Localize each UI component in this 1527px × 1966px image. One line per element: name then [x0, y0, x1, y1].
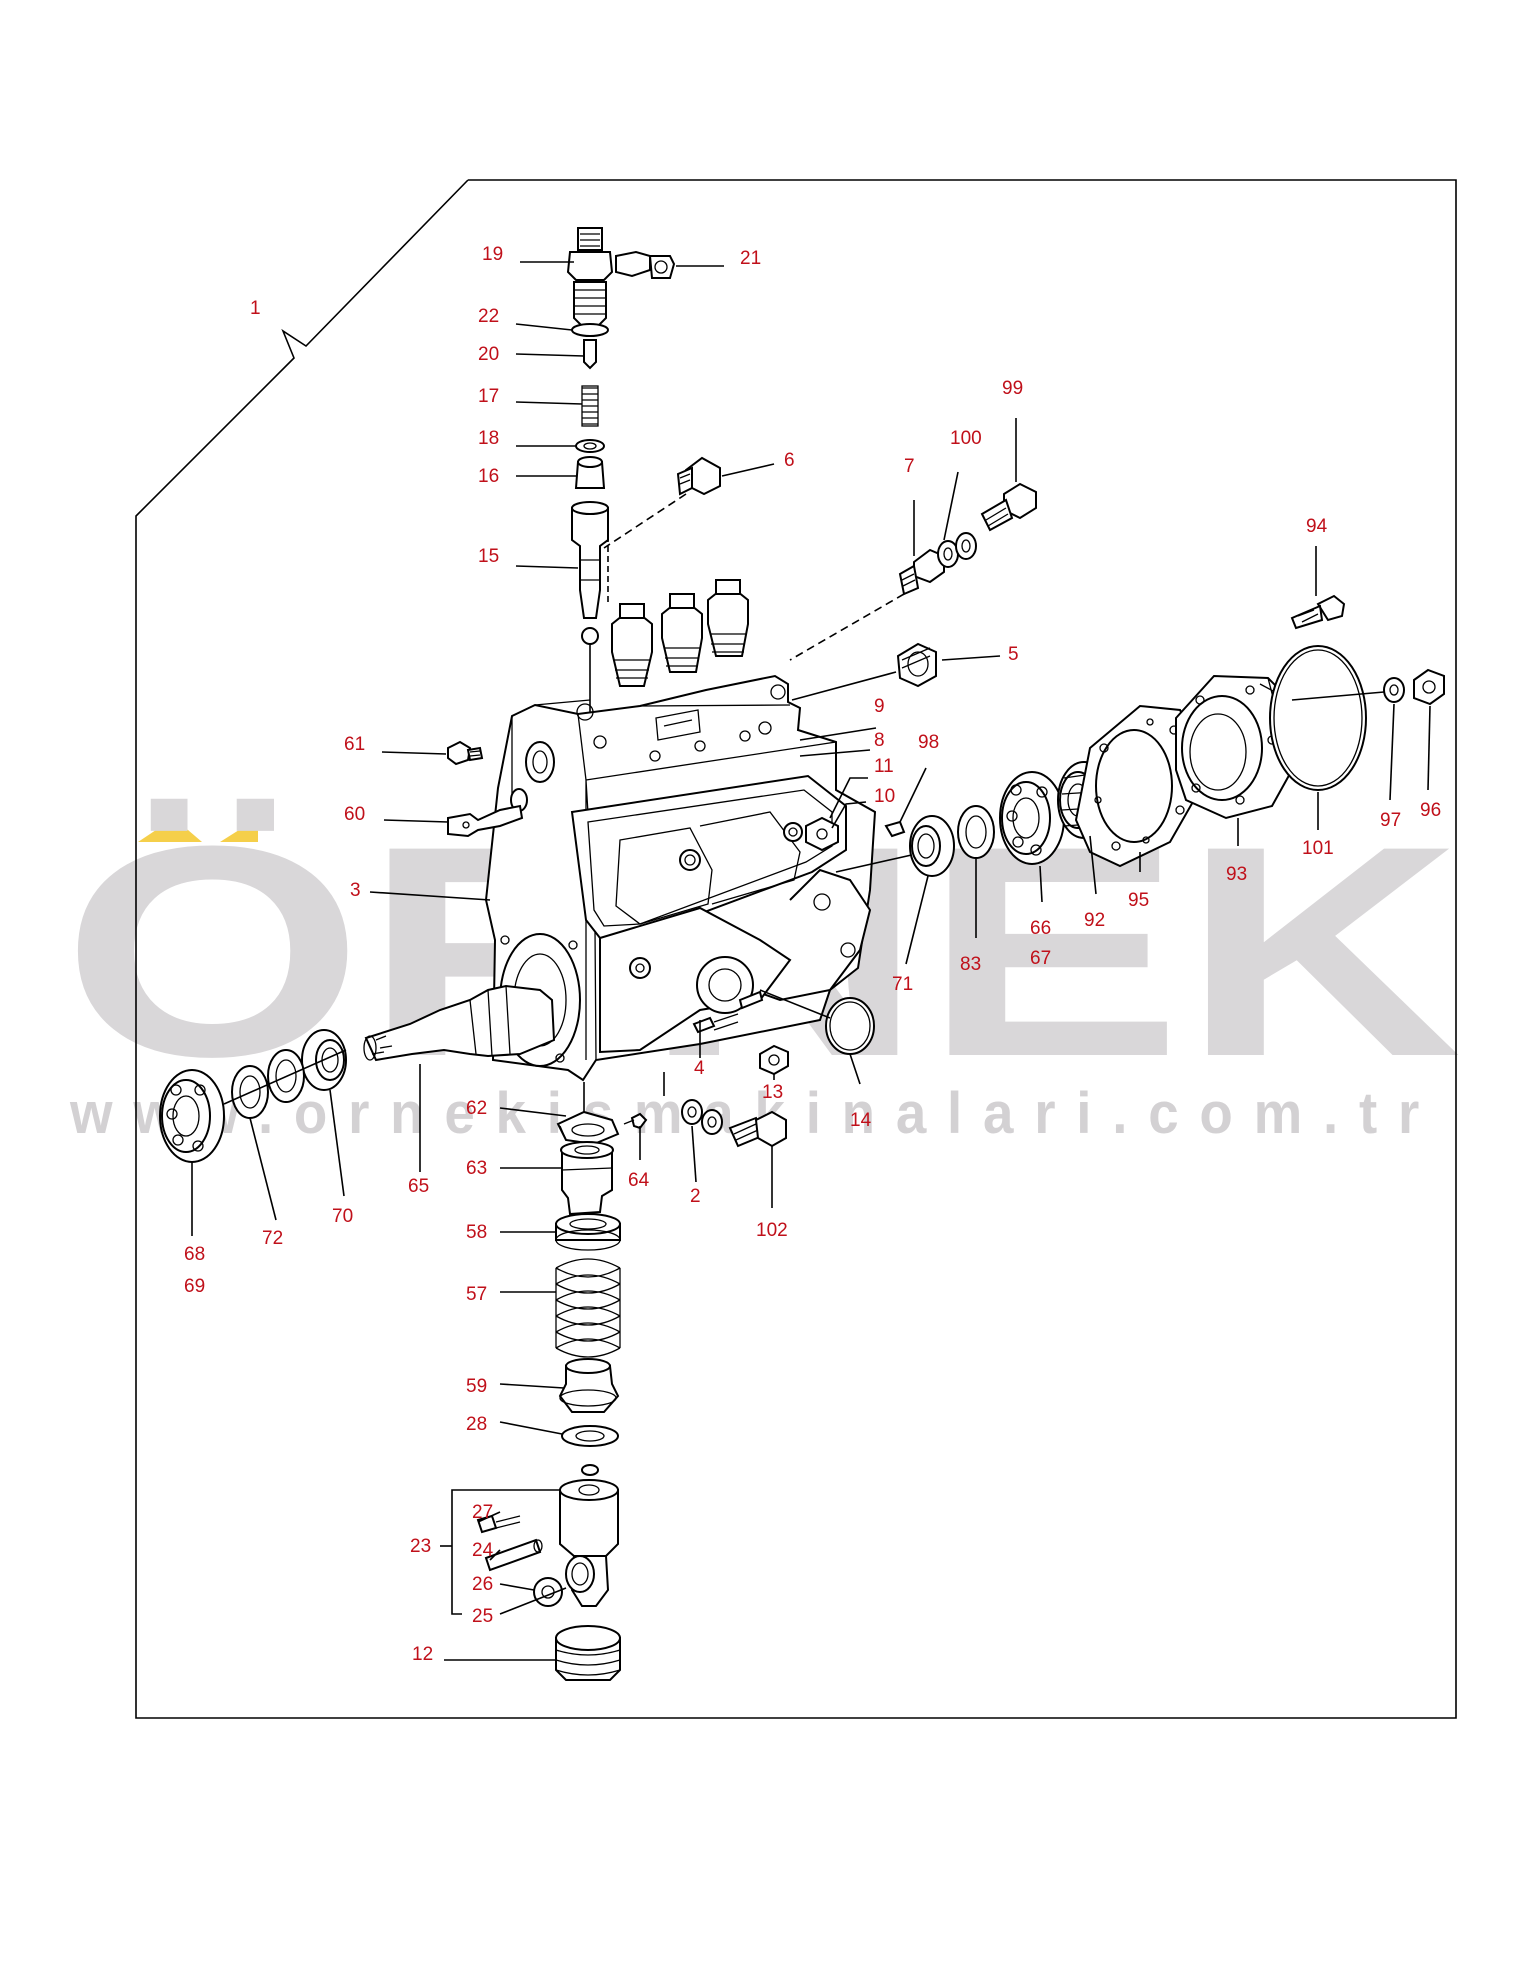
tappet-stack — [476, 1082, 648, 1681]
delivery-valve-holders — [611, 579, 749, 687]
assembly-frame — [135, 179, 1457, 1719]
callout-95: 95 — [1128, 890, 1149, 911]
callout-18: 18 — [478, 428, 499, 449]
callout-102: 102 — [756, 1220, 788, 1241]
callout-101: 101 — [1302, 838, 1334, 859]
callout-72: 72 — [262, 1228, 283, 1249]
lower-right-parts — [663, 989, 875, 1148]
pump-housing — [484, 674, 877, 1082]
right-shaft-parts — [835, 594, 1445, 877]
leader-lines — [191, 261, 1431, 1661]
callout-63: 63 — [466, 1158, 487, 1179]
callout-58: 58 — [466, 1222, 487, 1243]
callout-61: 61 — [344, 734, 365, 755]
callout-13: 13 — [762, 1082, 783, 1103]
callout-59: 59 — [466, 1376, 487, 1397]
callout-20: 20 — [478, 344, 499, 365]
callout-11: 11 — [874, 756, 894, 777]
callout-27: 27 — [472, 1502, 493, 1523]
callout-labels: 1 19 21 22 20 17 18 16 6 15 99 100 7 94 … — [184, 244, 1441, 1665]
callout-19: 19 — [482, 244, 503, 265]
callout-60: 60 — [344, 804, 365, 825]
callout-6: 6 — [784, 450, 795, 471]
delivery-valve-stack — [566, 227, 676, 712]
callout-23: 23 — [410, 1536, 431, 1557]
callout-1: 1 — [250, 298, 261, 319]
callout-4: 4 — [694, 1058, 705, 1079]
callout-71: 71 — [892, 974, 913, 995]
watermark-accent-left — [138, 818, 202, 842]
callout-67: 67 — [1030, 948, 1051, 969]
callout-62: 62 — [466, 1098, 487, 1119]
callout-8: 8 — [874, 730, 885, 751]
callout-99: 99 — [1002, 378, 1023, 399]
callout-68: 68 — [184, 1244, 205, 1265]
callout-7: 7 — [904, 456, 915, 477]
callout-3: 3 — [350, 880, 361, 901]
callout-21: 21 — [740, 248, 761, 269]
callout-5: 5 — [1008, 644, 1019, 665]
callout-26: 26 — [472, 1574, 493, 1595]
callout-98: 98 — [918, 732, 939, 753]
callout-96: 96 — [1420, 800, 1441, 821]
callout-22: 22 — [478, 306, 499, 327]
callout-16: 16 — [478, 466, 499, 487]
callout-9: 9 — [874, 696, 885, 717]
callout-92: 92 — [1084, 910, 1105, 931]
callout-12: 12 — [412, 1644, 433, 1665]
top-fittings — [603, 456, 1037, 852]
callout-66: 66 — [1030, 918, 1051, 939]
callout-28: 28 — [466, 1414, 487, 1435]
callout-57: 57 — [466, 1284, 487, 1305]
callout-83: 83 — [960, 954, 981, 975]
callout-24: 24 — [472, 1540, 494, 1561]
callout-69: 69 — [184, 1276, 205, 1297]
callout-65: 65 — [408, 1176, 429, 1197]
callout-15: 15 — [478, 546, 499, 567]
callout-93: 93 — [1226, 864, 1247, 885]
callout-100: 100 — [950, 428, 982, 449]
callout-2: 2 — [690, 1186, 701, 1207]
callout-64: 64 — [628, 1170, 650, 1191]
callout-14: 14 — [850, 1110, 872, 1131]
callout-10: 10 — [874, 786, 895, 807]
callout-70: 70 — [332, 1206, 353, 1227]
callout-97: 97 — [1380, 810, 1401, 831]
callout-17: 17 — [478, 386, 499, 407]
drive-shaft-assembly — [159, 740, 556, 1163]
watermark-accent-right — [220, 818, 258, 842]
callout-25: 25 — [472, 1606, 493, 1627]
callout-94: 94 — [1306, 516, 1328, 537]
